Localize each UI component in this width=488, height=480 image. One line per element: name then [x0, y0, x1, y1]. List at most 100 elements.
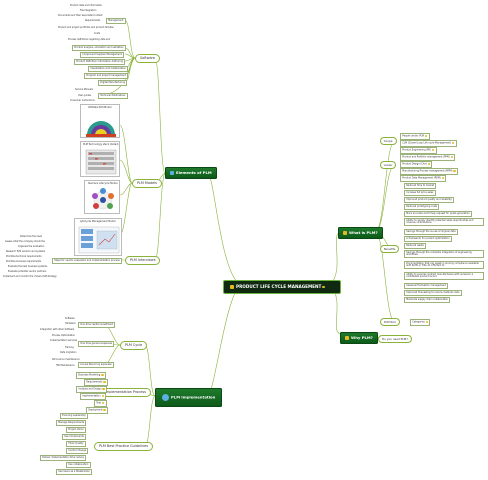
plm-interviews-node[interactable]: PLM Interviews: [125, 256, 161, 265]
management-group[interactable]: Management: [106, 18, 126, 24]
interview-steps-group[interactable]: Steps for vendor evaluation and implemen…: [52, 258, 123, 264]
process-item-label: Analysis and Design: [78, 387, 102, 391]
process-item[interactable]: Requirements: [84, 379, 108, 386]
plm-models-label: PLM Models: [137, 180, 157, 185]
areas-node[interactable]: Areas: [380, 161, 396, 169]
central-topic[interactable]: PRODUCT LIFE CYCLE MANAGEMENT: [223, 280, 341, 295]
benefit-item[interactable]: Documentation that can assist in proving…: [404, 261, 484, 270]
tech-item: Service Manuals: [75, 88, 93, 91]
tech-publications-label: Technical Publications: [100, 93, 126, 97]
benefit-item[interactable]: Savings through the complete integration…: [404, 250, 484, 259]
node-plm-implementation[interactable]: PLM Implementation: [155, 388, 223, 407]
cycle-group-label: One time general expenses: [80, 341, 112, 345]
cycle-item: Data migration: [60, 351, 77, 354]
benefit-item[interactable]: Improved product quality and reliability: [404, 197, 455, 203]
star-icon: [431, 148, 435, 152]
process-item[interactable]: Test: [94, 400, 107, 407]
process-item-label: Test: [96, 401, 101, 405]
interview-steps-label: Steps for vendor evaluation and implemen…: [54, 258, 120, 262]
guideline-item[interactable]: Use collaboration: [66, 462, 91, 468]
area-item[interactable]: Manufacturing Process management (MPM): [400, 168, 459, 175]
process-item[interactable]: Implementation: [80, 393, 107, 400]
area-item[interactable]: Product and Portfolio management (PPM): [400, 154, 456, 161]
process-item[interactable]: Deployment: [86, 407, 109, 414]
benefit-item[interactable]: Ability to quickly identify potential sa…: [404, 218, 484, 227]
interview-step: Prioritize business requirements: [6, 260, 42, 263]
interview-step: Evaluate the best business systems: [8, 265, 48, 268]
guideline-item[interactable]: Deliver implementation time reduce: [40, 455, 87, 461]
star-icon: [425, 320, 429, 324]
document-icon: [343, 230, 347, 235]
guideline-item[interactable]: Project Vision: [66, 427, 87, 433]
siemens-model-panel: Siemens Lifecycle Model: [84, 180, 120, 214]
benefit-item[interactable]: Seasonal fluctuation management: [404, 283, 449, 289]
lifecycle-management-panel: Lyfecycle Management Model: [74, 218, 122, 256]
benefit-item[interactable]: A framework for product optimization: [404, 236, 452, 242]
interview-step: Organize the evaluation: [18, 245, 45, 248]
area-item[interactable]: Product Design (CAx): [400, 161, 433, 168]
node-why-plm[interactable]: Why PLM?: [340, 332, 378, 344]
scope-item-label: CLM (Closed Loop Life cycle Management): [402, 141, 452, 145]
implementation-process-node[interactable]: Implementation Process: [100, 388, 151, 397]
roi-categories-label: Categories: [412, 320, 425, 324]
scope-item[interactable]: CLM (Closed Loop Life cycle Management): [400, 140, 457, 147]
plm-models-node[interactable]: PLM Models: [132, 179, 162, 188]
management-item: Costs: [94, 32, 101, 35]
benefit-item[interactable]: Reduced waste: [404, 243, 427, 249]
lifecycle-management-title: Lyfecycle Management Model: [80, 220, 116, 223]
benefits-node[interactable]: Benefits: [380, 245, 400, 253]
software-system-item[interactable]: Digital Manufacturing: [98, 80, 128, 86]
plm-roi-node[interactable]: PLM ROI: [380, 318, 400, 326]
best-practice-guidelines-node[interactable]: PLM Best Practice Guidelines: [94, 442, 153, 451]
software-node[interactable]: Software: [135, 54, 160, 63]
technology-stack-panel: PLM Technology stack (detail): [80, 141, 120, 177]
area-item-label: Product and Portfolio management (PPM): [402, 155, 450, 159]
node-what-is-plm[interactable]: What is PLM?: [338, 227, 383, 239]
process-item[interactable]: Business Modelling: [76, 372, 106, 379]
software-system-item[interactable]: Component Supplier Management: [80, 52, 124, 58]
cycle-item: Process Optimization: [52, 334, 75, 337]
benefit-item[interactable]: Maximize supply chain collaboration: [404, 297, 451, 303]
benefit-item[interactable]: Ability to provide contract manufacturer…: [404, 272, 484, 281]
tech-publications-group[interactable]: Technical Publications: [98, 93, 128, 99]
scope-item-label: People centric PLM: [402, 134, 424, 138]
scope-item[interactable]: Product Engineering (PE): [400, 147, 437, 154]
cycle-group[interactable]: Annual Recurring expenses: [78, 362, 114, 368]
process-item-label: Business Modelling: [78, 373, 101, 377]
guideline-item[interactable]: Ensuring Leadership: [60, 413, 89, 419]
process-item[interactable]: Analysis and Design: [76, 386, 108, 393]
star-icon: [103, 408, 106, 412]
best-practice-guidelines-label: PLM Best Practice Guidelines: [99, 443, 148, 448]
software-system-item[interactable]: Product Definition Information Authoring: [74, 59, 126, 65]
software-system-item[interactable]: Program and project management: [84, 73, 129, 79]
roi-categories-item[interactable]: Categories: [410, 319, 431, 326]
guideline-item[interactable]: Use Users as a Stakeholder: [56, 469, 92, 475]
cycle-group[interactable]: One time general expenses: [78, 341, 115, 347]
management-item: Product and project portfolios and produ…: [58, 26, 114, 29]
guideline-item[interactable]: Think Quality: [66, 441, 86, 447]
benefit-item[interactable]: More accurate and timely request for quo…: [404, 211, 472, 217]
guideline-item[interactable]: Use Components: [62, 434, 87, 440]
benefit-item[interactable]: Increase full price sales: [404, 190, 436, 196]
software-system-item[interactable]: Visualization and Collaboration: [88, 66, 129, 72]
process-item-label: Requirements: [86, 380, 103, 384]
benefit-item[interactable]: Savings through the re-use of original d…: [404, 229, 458, 235]
scope-node[interactable]: Scope: [380, 137, 397, 145]
management-item: Process definitions regarding data and: [68, 38, 111, 41]
cimdata-model-graphic: [86, 121, 116, 137]
benefit-item[interactable]: Reduced time to market: [404, 183, 437, 189]
lifecycle-management-graphic: [78, 226, 120, 254]
area-item[interactable]: Product Data Management (PDM): [400, 175, 447, 182]
plm-cycle-node[interactable]: PLM Cycle: [120, 341, 148, 350]
benefit-item[interactable]: Reduced prototyping costs: [404, 204, 440, 210]
benefits-label: Benefits: [384, 246, 396, 251]
scope-item[interactable]: People centric PLM: [400, 133, 430, 140]
interview-step: Implement and monitor the chosen PLM str…: [3, 275, 57, 278]
software-system-item[interactable]: Product analysis, simulation and validat…: [72, 45, 126, 51]
guideline-item[interactable]: Control Change: [66, 448, 89, 454]
node-elements-of-plm[interactable]: Elements of PLM: [165, 167, 217, 179]
benefit-item[interactable]: Improved forecasting to reduce material …: [404, 290, 462, 296]
do-you-need-plm-node[interactable]: Do you need PLM?: [378, 335, 412, 343]
guideline-item[interactable]: Manage Requirements: [56, 420, 87, 426]
cycle-group[interactable]: One time capital investment: [78, 322, 116, 328]
